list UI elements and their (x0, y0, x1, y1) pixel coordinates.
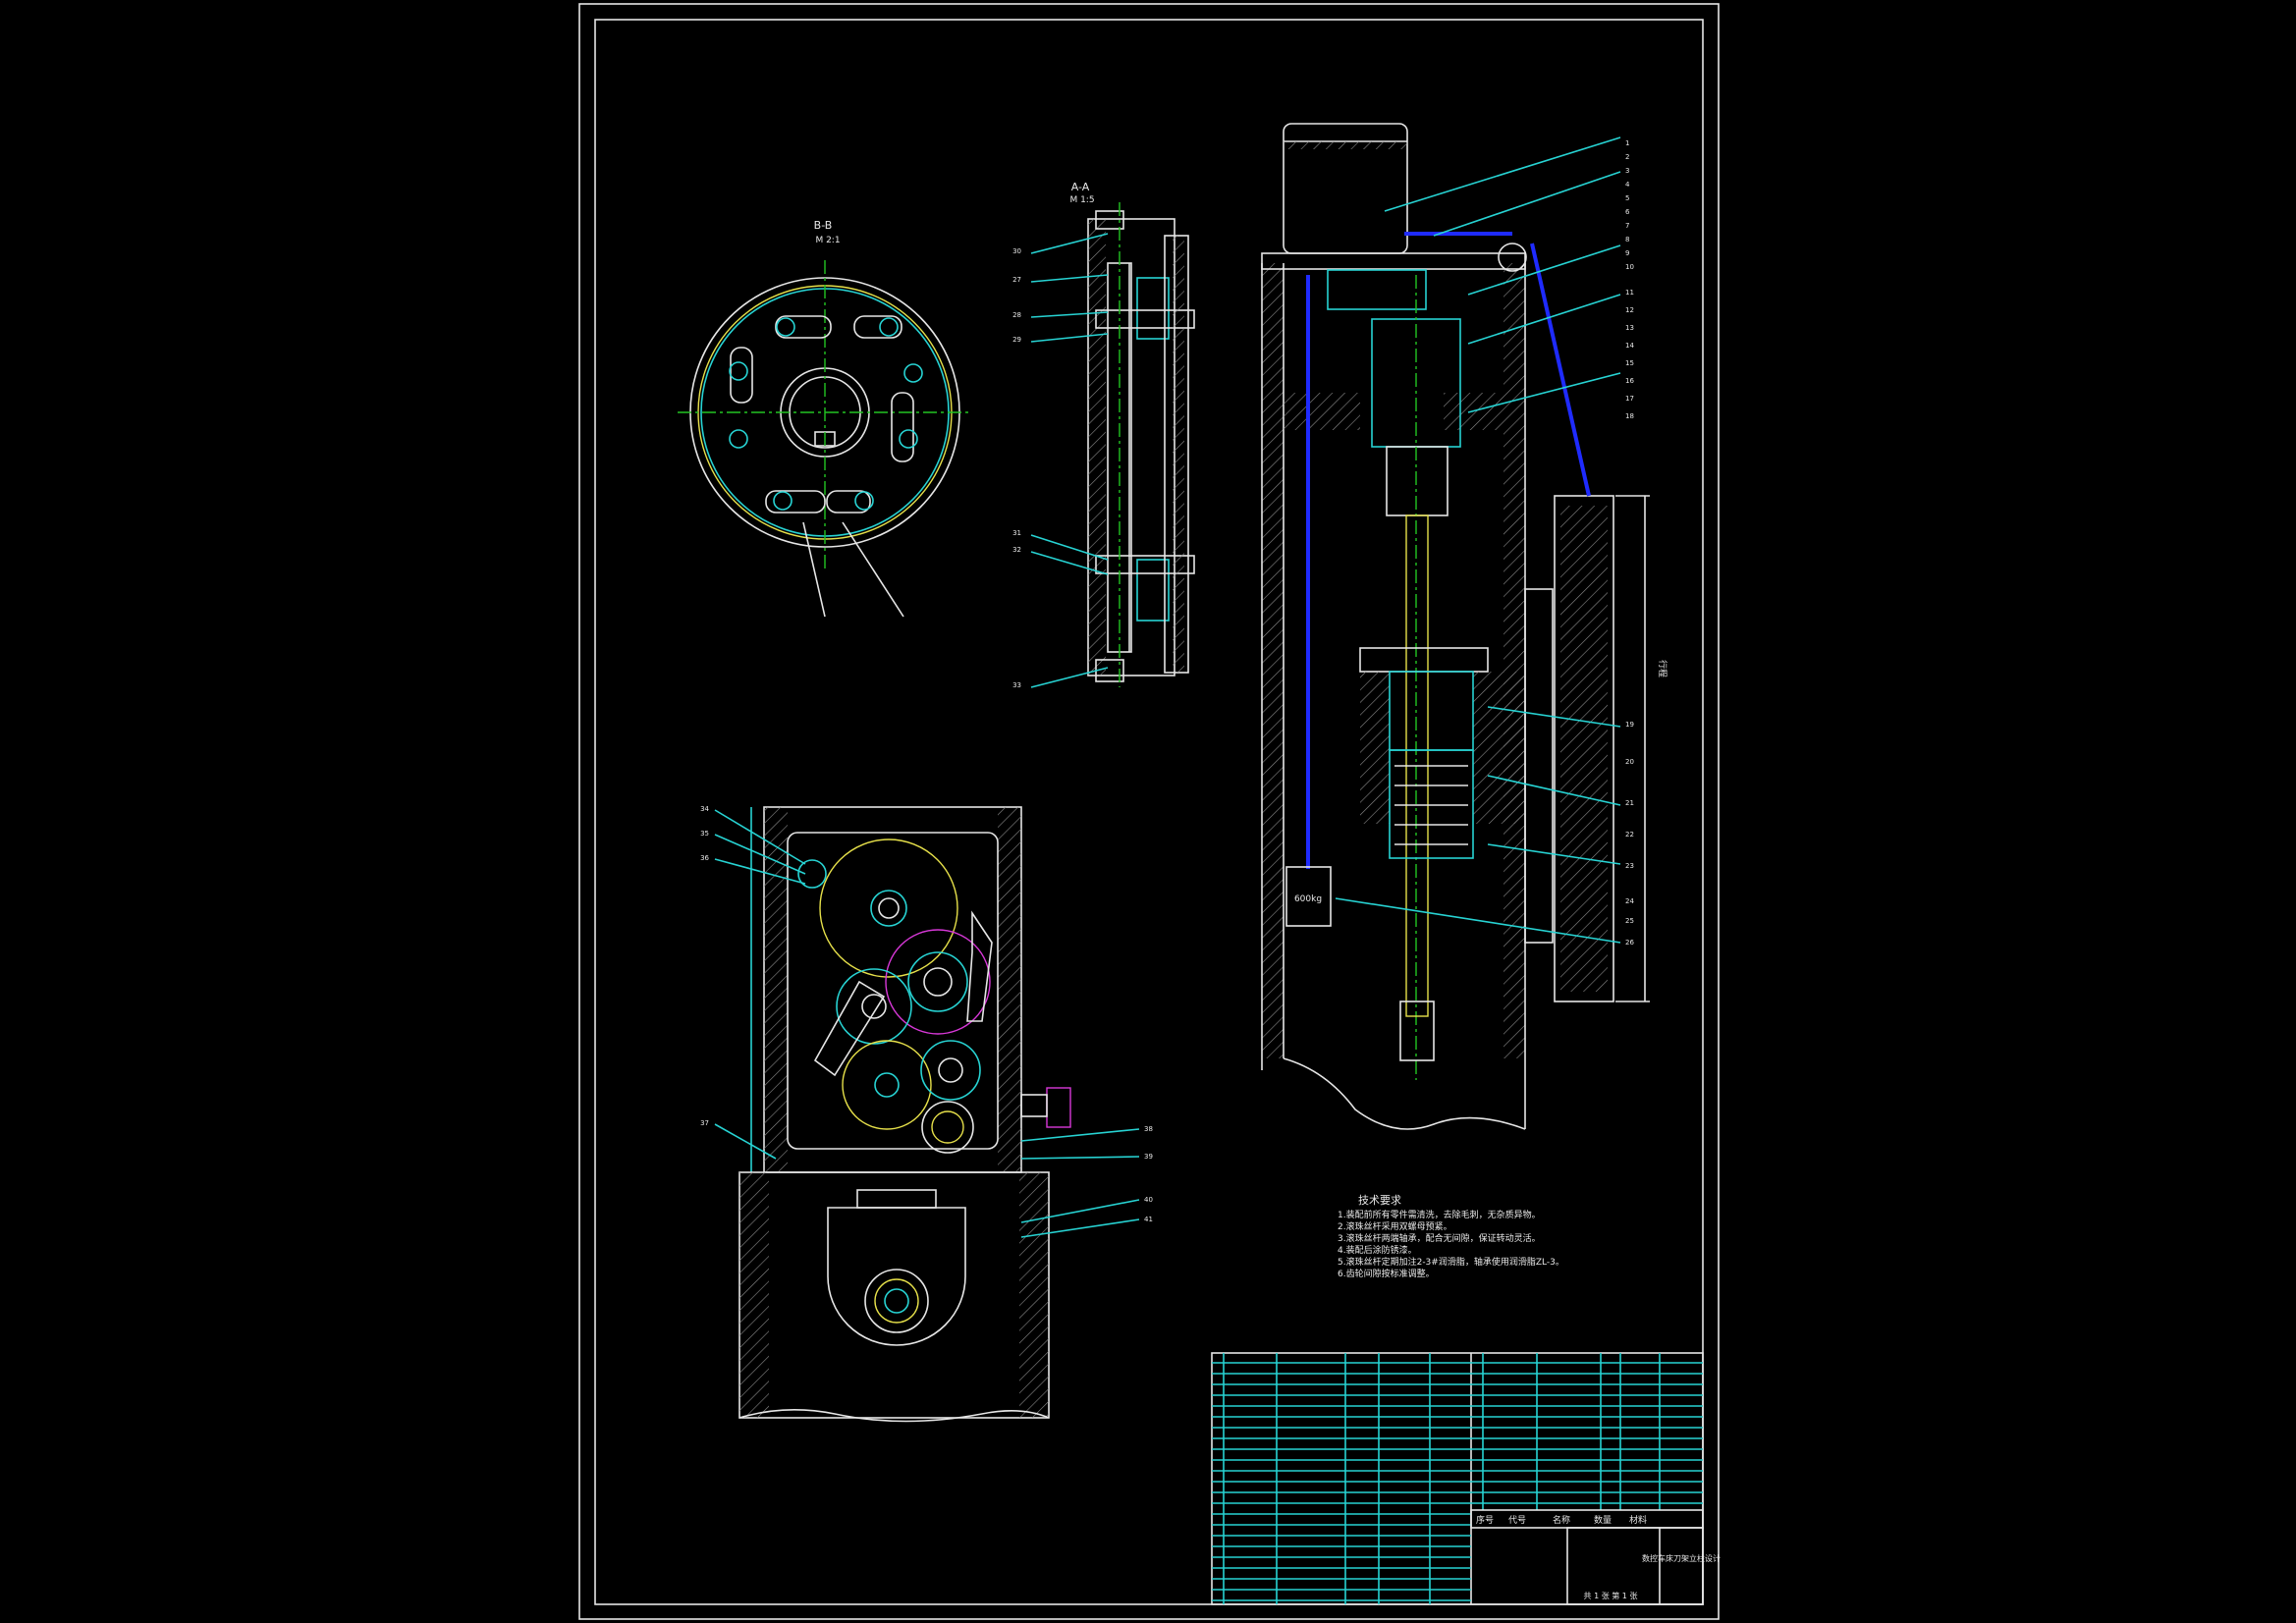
callout: 38 (1144, 1125, 1153, 1133)
bb-view-scale: M 2:1 (815, 236, 840, 245)
callout: 20 (1625, 758, 1634, 766)
callout: 6 (1625, 208, 1630, 216)
inner-border (594, 19, 1704, 1605)
callout: 39 (1144, 1153, 1153, 1161)
parts-list-table: 序号 代号 名称 数量 材料 数控车床刀架立柱设计 共 1 张 第 1 张 (1211, 1352, 1721, 1605)
callout: 18 (1625, 412, 1634, 420)
callout: 26 (1625, 939, 1634, 947)
callout: 30 (1012, 247, 1021, 255)
callout: 13 (1625, 324, 1634, 332)
technical-requirements: 技术要求 1.装配前所有零件需清洗，去除毛刺，无杂质异物。 2.滚珠丝杆采用双螺… (1338, 1194, 1564, 1279)
callout: 24 (1625, 897, 1634, 905)
tech-req-item: 3.滚珠丝杆两端轴承，配合无间隙，保证转动灵活。 (1338, 1232, 1541, 1244)
callout: 1 (1625, 139, 1629, 147)
aa-callouts: 30 27 28 29 31 32 33 (1012, 233, 1109, 689)
callout: 2 (1625, 153, 1629, 161)
callout: 10 (1625, 263, 1634, 271)
gearbox-view: 34 35 36 37 38 39 40 41 (700, 805, 1153, 1423)
main-column-view: 行程 600kg (1261, 123, 1668, 1130)
tech-req-item: 1.装配前所有零件需清洗，去除毛刺，无杂质异物。 (1338, 1209, 1541, 1220)
table-header-col: 材料 (1629, 1514, 1647, 1526)
tech-req-item: 4.装配后涂防锈漆。 (1338, 1244, 1417, 1256)
callout: 23 (1625, 862, 1634, 870)
callout: 16 (1625, 377, 1634, 385)
callout: 12 (1625, 306, 1634, 314)
callout: 19 (1625, 721, 1634, 729)
counterweight-label: 600kg (1294, 894, 1322, 904)
callout: 11 (1625, 289, 1634, 297)
callout: 34 (700, 805, 709, 813)
callout: 35 (700, 830, 709, 838)
callout: 21 (1625, 799, 1634, 807)
outer-border (578, 3, 1720, 1620)
sheet-info: 共 1 张 第 1 张 (1584, 1591, 1638, 1600)
callout: 14 (1625, 342, 1634, 350)
callout: 5 (1625, 194, 1629, 202)
callout: 3 (1625, 167, 1629, 175)
tech-req-item: 6.齿轮间隙按标准调整。 (1338, 1268, 1435, 1279)
callout: 31 (1012, 529, 1021, 537)
callout: 27 (1012, 276, 1021, 284)
right-callouts: 1 2 3 4 5 6 7 8 9 10 11 12 13 14 15 16 1… (1625, 139, 1634, 947)
tech-req-title: 技术要求 (1358, 1194, 1401, 1207)
callout: 25 (1625, 917, 1634, 925)
callout: 32 (1012, 546, 1021, 554)
bb-section-view: B-B M 2:1 (678, 219, 972, 618)
callout: 4 (1625, 181, 1630, 189)
table-header-col: 名称 (1553, 1514, 1570, 1526)
callout: 28 (1012, 311, 1021, 319)
callout: 22 (1625, 831, 1634, 839)
stroke-dimension-label: 行程 (1657, 660, 1668, 677)
table-header-col: 序号 (1476, 1514, 1494, 1526)
tech-req-item: 5.滚珠丝杆定期加注2-3#润滑脂，轴承使用润滑脂ZL-3。 (1338, 1256, 1564, 1268)
callout: 40 (1144, 1196, 1153, 1204)
bb-view-label: B-B (814, 219, 833, 232)
aa-view-scale: M 1:5 (1069, 195, 1094, 205)
callout: 15 (1625, 359, 1634, 367)
table-header-col: 数量 (1594, 1514, 1612, 1526)
table-header-col: 代号 (1508, 1515, 1526, 1526)
callout: 9 (1625, 249, 1629, 257)
aa-section-view: A-A M 1:5 (1069, 181, 1195, 687)
callout: 29 (1012, 336, 1021, 344)
callout: 41 (1144, 1216, 1153, 1223)
callout: 33 (1012, 681, 1021, 689)
aa-view-label: A-A (1071, 181, 1090, 193)
callout: 37 (700, 1119, 709, 1127)
callout: 17 (1625, 395, 1634, 403)
callout: 7 (1625, 222, 1629, 230)
callout: 8 (1625, 236, 1629, 243)
callout: 36 (700, 854, 709, 862)
tech-req-item: 2.滚珠丝杆采用双螺母预紧。 (1338, 1220, 1452, 1232)
drawing-title: 数控车床刀架立柱设计 (1642, 1553, 1721, 1563)
